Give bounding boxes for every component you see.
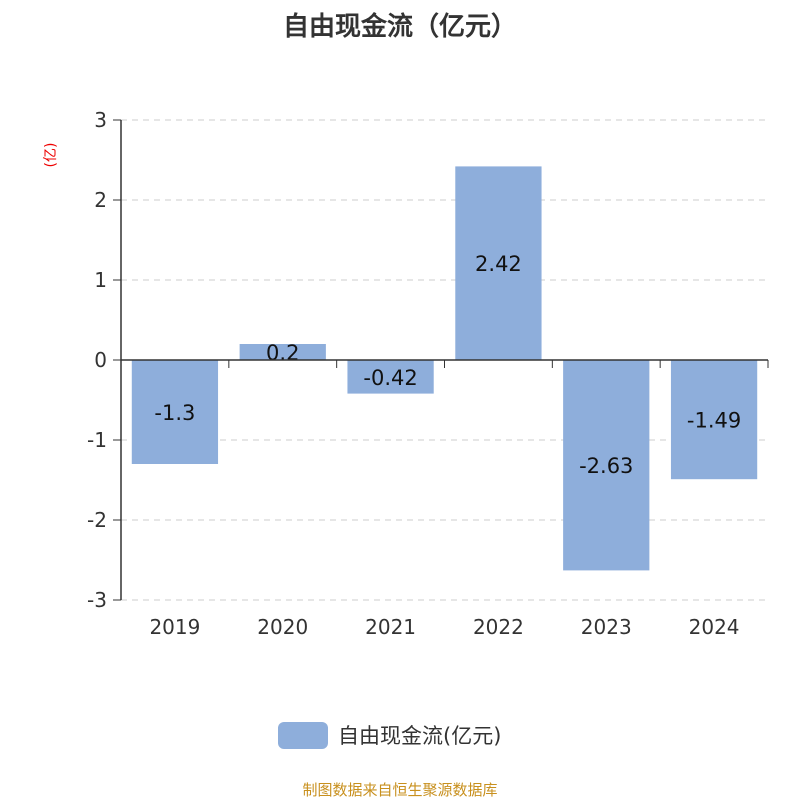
y-tick-label: 3 (94, 108, 107, 132)
bar-value-label: -0.42 (363, 366, 417, 390)
chart-title: 自由现金流（亿元） (282, 12, 517, 42)
bar-value-label: 0.2 (266, 341, 299, 365)
bar-value-label: -2.63 (579, 454, 633, 478)
bar (131, 360, 219, 464)
legend[interactable]: 自由现金流(亿元) (278, 720, 501, 750)
bar (563, 360, 650, 571)
x-tick-label: 2021 (365, 615, 416, 639)
y-tick-label: -3 (87, 588, 107, 612)
x-tick-label: 2022 (473, 615, 524, 639)
data-source-note: 制图数据来自恒生聚源数据库 (302, 781, 498, 799)
bar (670, 360, 758, 480)
bar-value-label: -1.49 (687, 409, 741, 433)
legend-label: 自由现金流(亿元) (338, 724, 502, 748)
bar (455, 166, 542, 360)
x-tick-label: 2023 (581, 615, 632, 639)
bar-value-label: -1.3 (154, 401, 195, 425)
y-tick-label: -2 (87, 508, 107, 532)
x-tick-label: 2024 (689, 615, 740, 639)
legend-swatch (278, 721, 328, 749)
bar-value-label: 2.42 (475, 252, 522, 276)
y-tick-label: 0 (94, 348, 107, 372)
y-tick-label: 2 (94, 188, 107, 212)
x-tick-label: 2020 (257, 615, 308, 639)
x-tick-label: 2019 (149, 615, 200, 639)
bar (239, 344, 326, 360)
y-tick-label: 1 (94, 268, 107, 292)
y-tick-label: -1 (87, 428, 107, 452)
bar (347, 360, 434, 394)
